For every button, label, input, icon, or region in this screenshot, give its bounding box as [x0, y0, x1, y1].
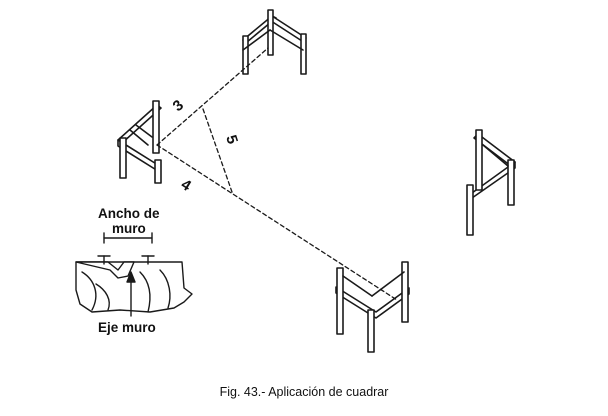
batter-board-left [117, 100, 162, 184]
label-wall-width-line1: Ancho de [98, 206, 160, 221]
string-lines [156, 47, 398, 301]
batter-board-top [242, 9, 307, 75]
label-side-3: 3 [170, 97, 187, 115]
label-side-4: 4 [178, 176, 195, 195]
label-side-5: 5 [222, 133, 241, 146]
figure-caption: Fig. 43.- Aplicación de cuadrar [219, 385, 389, 399]
wall-section-detail [75, 232, 193, 317]
label-wall-width-line2: muro [112, 221, 146, 236]
label-wall-axis: Eje muro [98, 320, 156, 335]
batter-board-right [466, 129, 516, 236]
batter-board-bottom [335, 261, 410, 353]
